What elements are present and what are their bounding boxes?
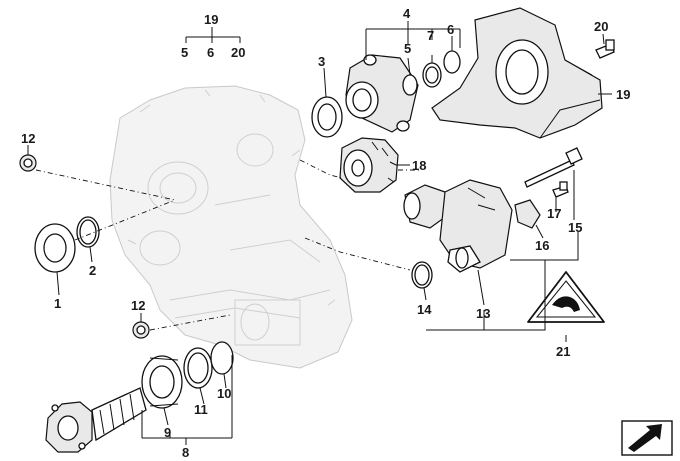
callout-labels: 19 5 6 20 4 5 7 6 3 20 19 18 12 2 1 17 1… [21,6,630,460]
callout-2: 2 [89,263,96,278]
transfer-case-housing-ghost [109,85,353,369]
part-1-shaft-seal [34,223,76,273]
part-7-ring [422,62,442,88]
callout-20-top: 20 [231,45,245,60]
part-11-ring [183,347,213,389]
part-13-actuator-motor [403,179,513,273]
callout-8: 8 [182,445,189,460]
part-15-long-bolt [524,147,583,188]
callout-7: 7 [427,28,434,43]
callout-1: 1 [54,296,61,311]
callout-18: 18 [412,158,426,173]
callout-19-top: 19 [204,12,218,27]
callout-12-top: 12 [21,131,35,146]
part-10-circlip [210,341,234,375]
part-8-output-flange [45,387,147,453]
part-19-housing-cover [431,7,603,139]
callout-6-top: 6 [207,45,214,60]
callout-4: 4 [403,6,411,21]
callout-12-lower: 12 [131,298,145,313]
callout-5: 5 [404,41,411,56]
callout-15: 15 [568,220,582,235]
part-6-circlip [443,50,461,74]
part-18-gear [339,137,399,193]
callout-11: 11 [194,402,208,417]
part-2-o-ring [76,216,100,248]
callout-9: 9 [164,425,171,440]
callout-20: 20 [594,19,608,34]
part-3-seal-ring [311,96,343,138]
part-5-ring [402,74,418,96]
part-9-bearing [141,355,183,409]
part-20-bolt [595,39,615,59]
callout-14: 14 [417,302,432,317]
callout-10: 10 [217,386,231,401]
part-4-cover-assembly [345,54,419,133]
part-12-upper-plug [19,154,37,172]
callout-6: 6 [447,22,454,37]
callout-13: 13 [476,306,490,321]
part-17-screw [552,181,569,198]
part-12-lower-plug [132,321,150,339]
navigation-arrow-icon [621,420,673,456]
callout-19: 19 [616,87,630,102]
part-16-sensor [514,199,541,229]
alignment-lines [35,159,420,331]
callout-21: 21 [556,344,570,359]
callout-17: 17 [547,206,561,221]
callout-5-top: 5 [181,45,188,60]
warning-triangle-icon [527,271,605,323]
callout-3: 3 [318,54,325,69]
callout-16: 16 [535,238,549,253]
leader-lines [27,21,612,445]
part-14-o-ring [411,261,433,289]
